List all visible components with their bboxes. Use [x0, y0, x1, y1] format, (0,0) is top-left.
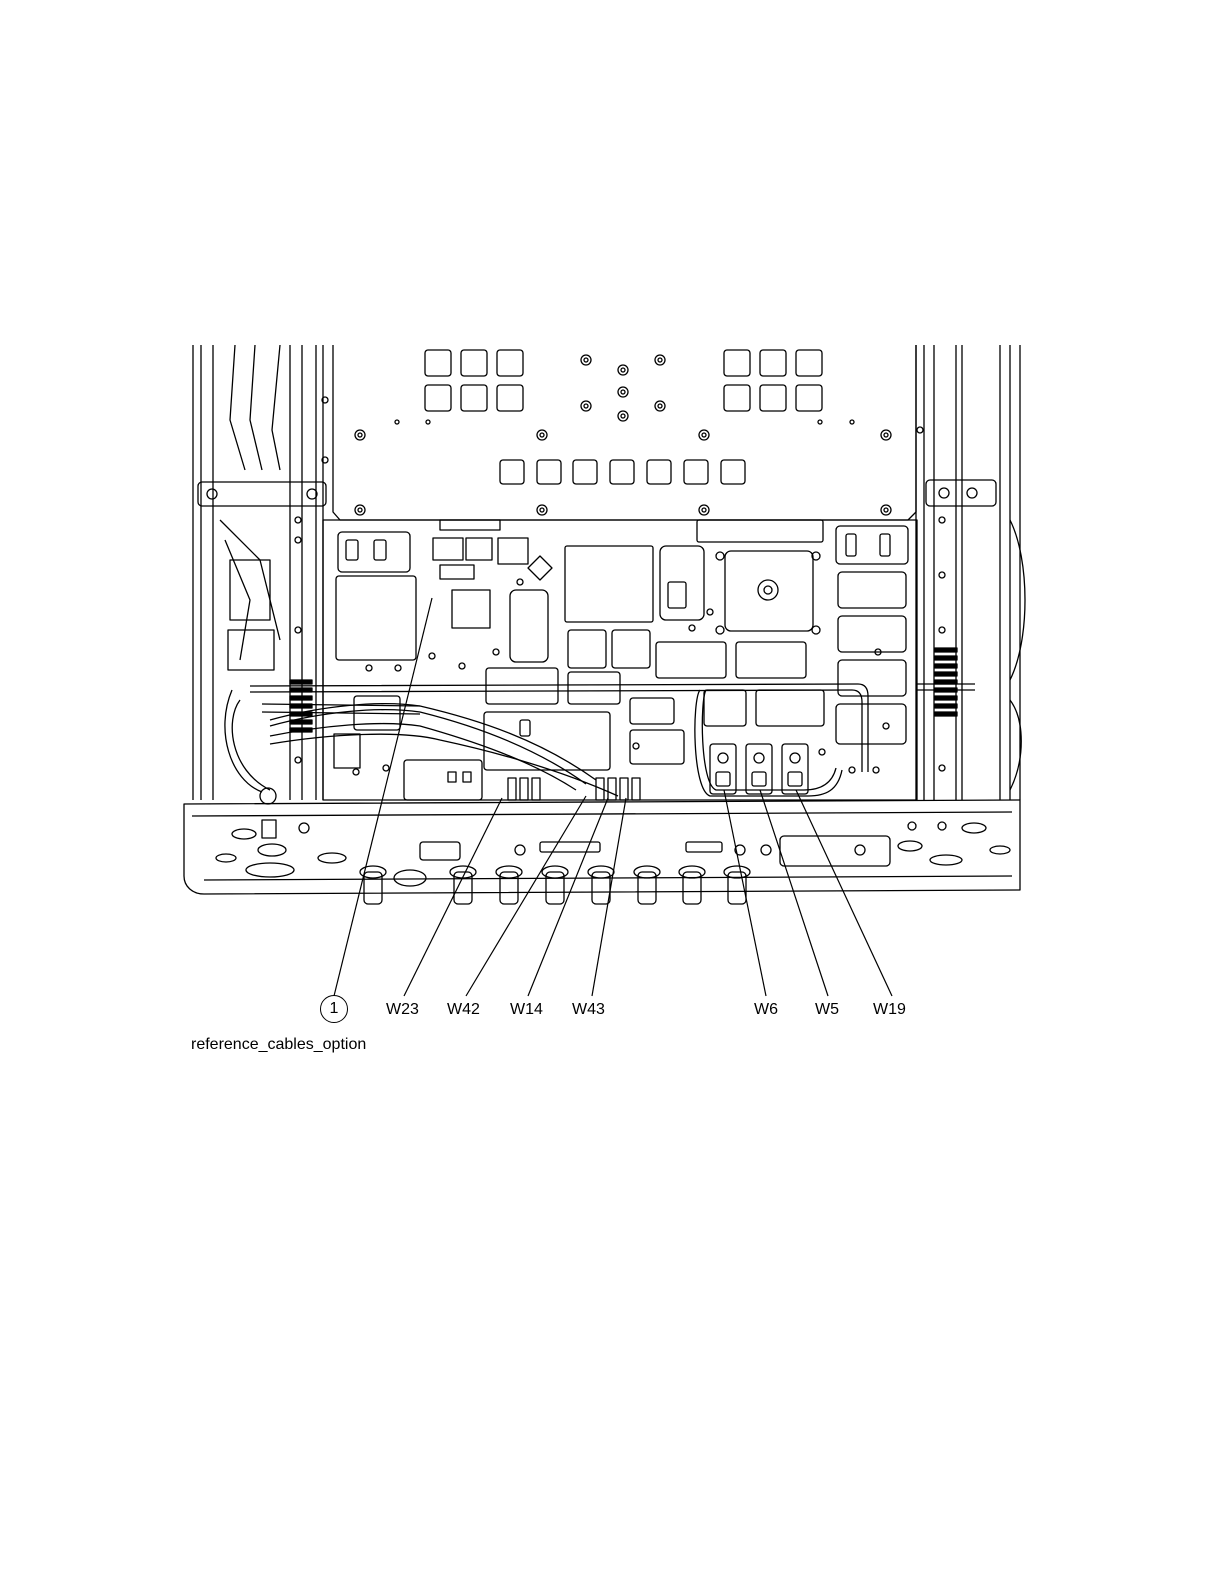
figure-caption: reference_cables_option	[191, 1036, 366, 1054]
right-chassis-rail	[916, 345, 1025, 800]
leader-lines	[334, 598, 892, 996]
left-chassis-rail	[193, 345, 328, 800]
callout-w5: W5	[815, 1001, 839, 1019]
callout-w23: W23	[386, 1001, 419, 1019]
main-board	[323, 520, 917, 800]
bnc-connector-row	[360, 866, 750, 904]
callout-w42: W42	[447, 1001, 480, 1019]
callout-w19: W19	[873, 1001, 906, 1019]
top-shield-plate	[333, 345, 916, 520]
reference-cables	[250, 684, 975, 796]
front-panel	[184, 788, 1020, 904]
callout-w43: W43	[572, 1001, 605, 1019]
callout-number-1: 1	[320, 995, 348, 1023]
callout-w6: W6	[754, 1001, 778, 1019]
callout-w14: W14	[510, 1001, 543, 1019]
